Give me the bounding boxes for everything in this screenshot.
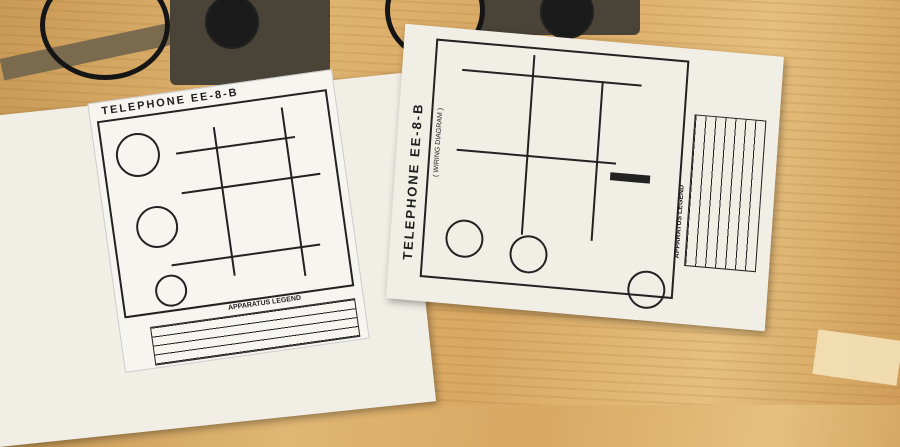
apparatus-legend — [684, 114, 767, 273]
handset-earpiece — [205, 0, 259, 49]
cable — [40, 0, 170, 80]
wiring-diagram-right: TELEPHONE EE-8-B ( WIRING DIAGRAM ) APPA… — [386, 23, 784, 332]
wiring-diagram-left: TELEPHONE EE-8-B APPARATUS LEGEND — [87, 69, 370, 373]
diagram-title: TELEPHONE EE-8-B — [399, 101, 426, 261]
